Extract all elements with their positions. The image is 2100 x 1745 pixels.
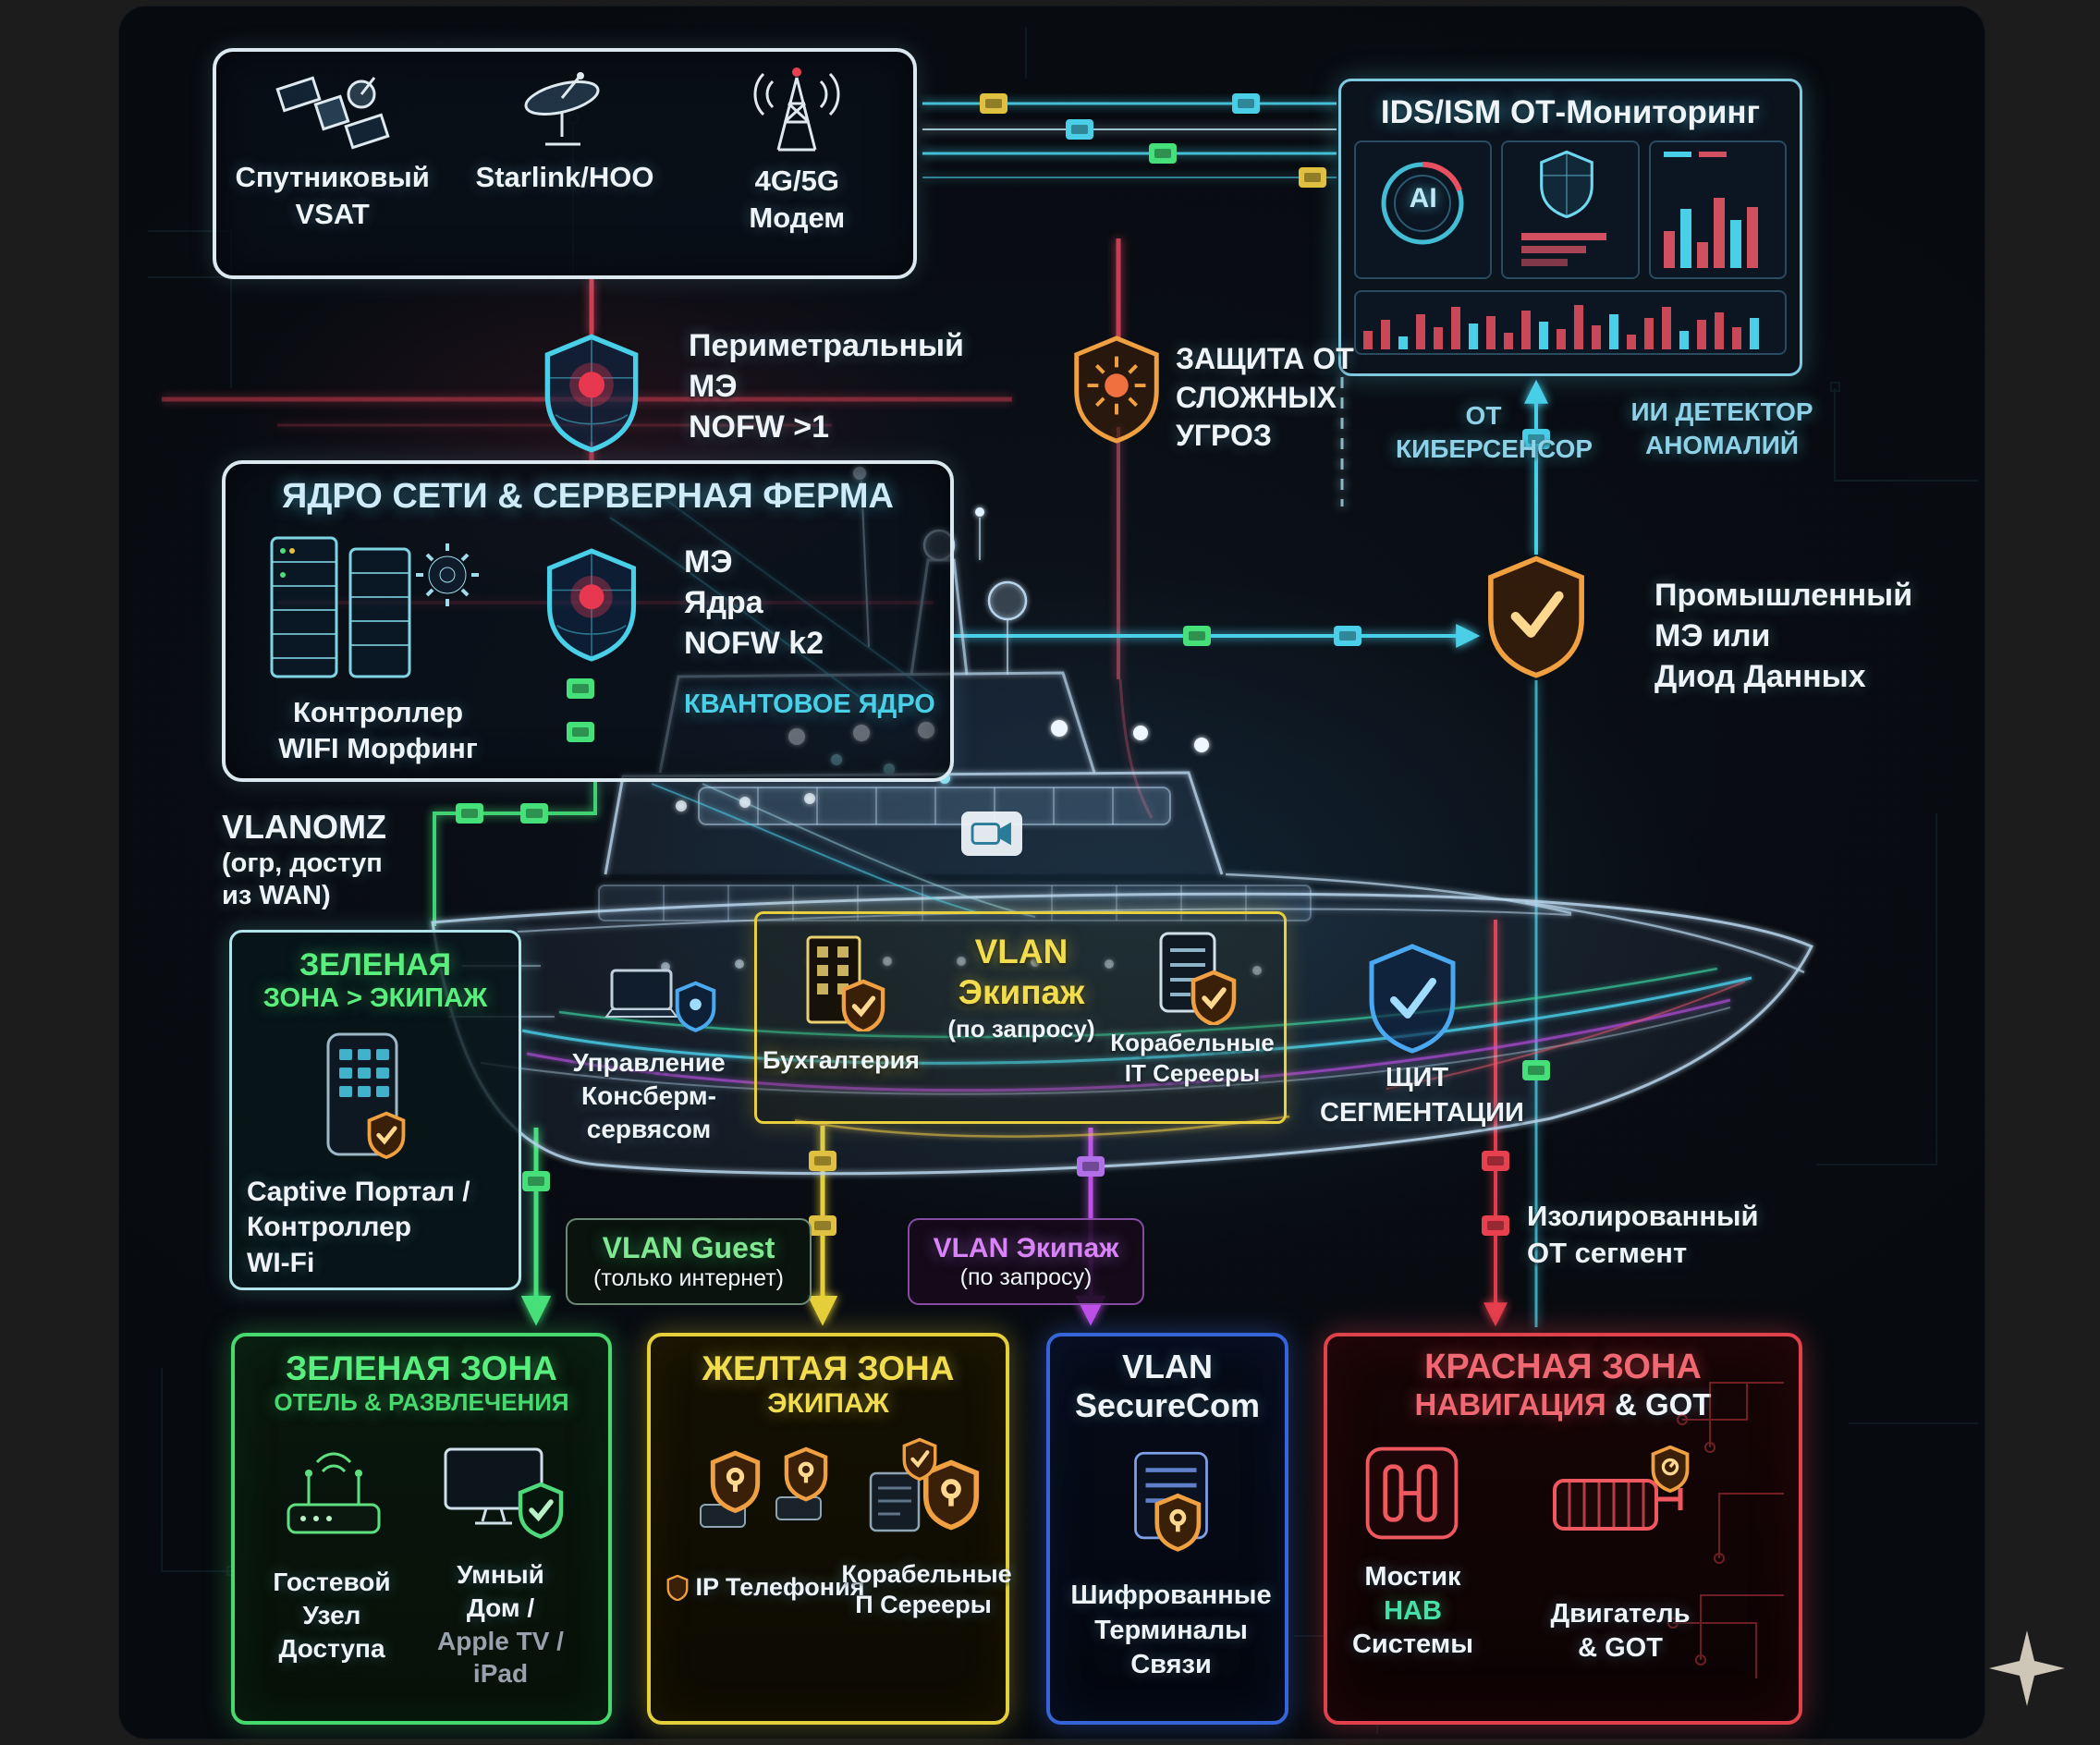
core-title: ЯДРО СЕТИ & СЕРВЕРНАЯ ФЕРМА <box>282 477 894 516</box>
zone-blue-subtitle: SecureCom <box>1074 1386 1261 1424</box>
histogram-icon <box>1363 305 1759 349</box>
zone-green-subtitle: ОТЕЛЬ & РАЗВЛЕЧЕНИЯ <box>274 1388 569 1416</box>
crew-zone-title-line1: ЗЕЛЕНАЯ <box>299 947 452 982</box>
ids-histogram <box>1354 290 1787 355</box>
cybersensor-label: ОТ КИБЕРСЕНСОР <box>1396 401 1593 464</box>
accounting-building-icon <box>806 935 885 1031</box>
zone-yellow-subtitle: ЭКИПАЖ <box>767 1388 889 1419</box>
zone-red-navigation: КРАСНАЯ ЗОНА НАВИГАЦИЯ & GOT Мостик НАВ … <box>1324 1333 1802 1725</box>
concierge-mgmt-label: Управление Консберм- сервясом <box>572 1048 726 1143</box>
vlan-crew-pill: VLAN Экипаж (по запросу) <box>908 1218 1144 1305</box>
holo-shield-icon <box>1521 150 1607 266</box>
ids-monitoring-box: IDS/ISM ОТ-Мониторинг AI <box>1338 79 1802 376</box>
ids-screen-ai: AI <box>1354 140 1493 279</box>
bridge-nav-icon <box>1365 1446 1459 1540</box>
threat-protection-label: ЗАЩИТА ОТ СЛОЖНЫХ УГРОЗ <box>1176 342 1354 453</box>
wifi-controller-label: Контроллер WIFI Морфинг <box>278 696 478 764</box>
satcom-box: Спутниковый VSAT Starlink/HOO <box>213 48 917 279</box>
ids-screens: AI <box>1354 140 1787 279</box>
bridge-nav-label: Мостик НАВ Системы <box>1351 1562 1474 1660</box>
segmentation-label: ЩИТ СЕГМЕНТАЦИИ <box>1320 1063 1524 1128</box>
vlan-guest-title: VLAN Guest <box>602 1231 775 1264</box>
zone-red-subtitle: НАВИГАЦИЯ & GOT <box>1414 1387 1712 1422</box>
core-firewall-label: МЭ Ядра NOFW k2 <box>684 544 824 662</box>
starlink-dish-icon <box>524 72 600 146</box>
vlanomz-label: VLANOMZ (огр, доступ из WAN) <box>222 808 386 910</box>
ip-phone-shields-icon <box>700 1446 828 1528</box>
satcom-item-starlink: Starlink/HOO <box>448 52 680 275</box>
ids-screen-charts <box>1648 140 1787 279</box>
ai-gauge-icon <box>1381 161 1464 245</box>
satcom-label-starlink: Starlink/HOO <box>475 161 654 193</box>
perimeter-firewall-label: Периметральный МЭ NOFW >1 <box>689 328 964 445</box>
crew-zone-title-line2: ЗОНА > ЭКИПАЖ <box>262 983 488 1013</box>
threat-protection-shield-icon <box>1070 335 1163 444</box>
green-crew-zone-box: ЗЕЛЕНАЯ ЗОНА > ЭКИПАЖ Captive Портал / К… <box>229 930 521 1290</box>
concierge-mgmt-icon <box>604 969 716 1032</box>
zone-yellow-title: ЖЕЛТАЯ ЗОНА <box>702 1349 955 1387</box>
engine-label: Двигатель & GOT <box>1550 1599 1691 1663</box>
ai-label: AI <box>1409 183 1437 214</box>
zone-blue-securecom: VLAN SecureCom Шифрованные Терминалы Свя… <box>1046 1333 1288 1725</box>
vlan-crew-title: VLAN Экипаж <box>933 1232 1119 1263</box>
satcom-item-4g5g: 4G/5G Модем <box>681 52 913 275</box>
engine-icon <box>1553 1446 1690 1531</box>
segmentation-shield-icon <box>1366 943 1459 1054</box>
zone-green-title: ЗЕЛЕНАЯ ЗОНА <box>286 1349 557 1387</box>
isolated-ot-label: Изолированный ОТ сегмент <box>1527 1200 1759 1270</box>
accounting-label: Бухгалтерия <box>763 1046 920 1074</box>
captive-portal-label: Captive Портал / Контроллер WI-Fi <box>247 1177 470 1278</box>
zone-blue-title: VLAN <box>1122 1348 1213 1385</box>
crew-servers-label: Корабельные П Серееры <box>836 1560 1011 1621</box>
perimeter-firewall-shield-icon <box>541 333 642 453</box>
orange-shield-icon <box>367 1111 406 1160</box>
satcom-label-vsat: Спутниковый VSAT <box>235 161 430 231</box>
encrypted-terminals-label: Шифрованные Терминалы Связи <box>1070 1580 1272 1680</box>
secure-terminal-icon <box>1134 1451 1208 1552</box>
satcom-label-modem: 4G/5G Модем <box>749 165 846 235</box>
industrial-firewall-shield-icon <box>1484 555 1588 678</box>
zone-green-hotel: ЗЕЛЕНАЯ ЗОНА ОТЕЛЬ & РАЗВЛЕЧЕНИЯ Гостево… <box>231 1333 612 1725</box>
zone-red-title: КРАСНАЯ ЗОНА <box>1424 1348 1702 1386</box>
quantum-core-label: КВАНТОВОЕ ЯДРО <box>684 689 935 719</box>
server-farm-icon <box>270 536 479 678</box>
vlan-crew-sub: (по запросу) <box>959 1263 1093 1290</box>
ip-telephony-label: IP Телефония <box>664 1573 867 1602</box>
core-firewall-shield-icon <box>543 547 640 662</box>
camera-icon <box>971 822 1011 846</box>
captive-portal-phone-icon <box>326 1032 406 1160</box>
industrial-firewall-label: Промышленный МЭ или Диод Данных <box>1654 578 1913 695</box>
sparkle-icon <box>1989 1630 2065 1706</box>
it-servers-icon <box>1159 932 1237 1025</box>
smart-home-label: Умный Дом / Apple TV / iPad <box>437 1560 564 1689</box>
ids-title: IDS/ISM ОТ-Мониторинг <box>1380 94 1761 130</box>
mini-shield-icon <box>666 1574 688 1601</box>
crew-servers-shields-icon <box>869 1437 980 1532</box>
bar-chart-icon <box>1663 152 1758 268</box>
vlan-guest-pill: VLAN Guest (только интернет) <box>566 1218 812 1305</box>
anomaly-detector-label: ИИ ДЕТЕКТОР АНОМАЛИЙ <box>1630 397 1813 460</box>
cctv-camera-chip <box>961 811 1022 856</box>
guest-access-router-icon <box>287 1452 381 1534</box>
it-servers-label: Корабельные IT Серееры <box>1110 1029 1275 1088</box>
smart-home-monitor-icon <box>444 1447 564 1539</box>
satellite-icon <box>275 76 390 150</box>
red-circuit-decoration <box>1667 1382 1784 1678</box>
guest-access-label: Гостевой Узел Доступа <box>273 1568 391 1663</box>
vlan-crew-midbox-label: VLAN Экипаж (по запросу) <box>947 933 1095 1043</box>
vlan-guest-sub: (только интернет) <box>593 1265 784 1291</box>
ids-screen-shield <box>1501 140 1640 279</box>
satcom-item-vsat: Спутниковый VSAT <box>216 52 448 275</box>
zone-yellow-crew: ЖЕЛТАЯ ЗОНА ЭКИПАЖ <box>647 1333 1012 1725</box>
cell-tower-icon <box>753 67 840 152</box>
